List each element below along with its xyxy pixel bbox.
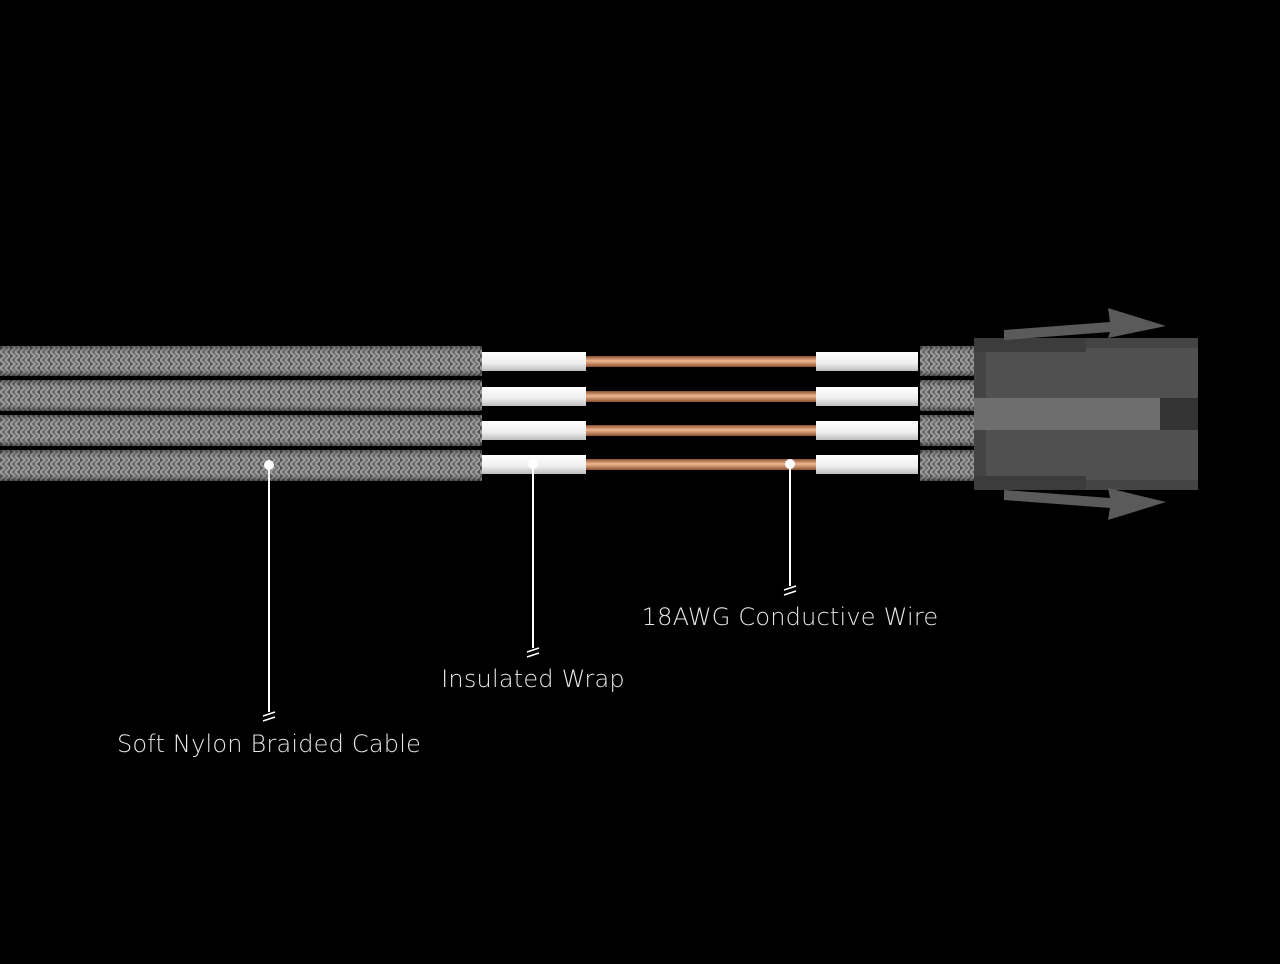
callout-insulated-pointer — [526, 459, 540, 658]
callout-label-conductive-wire: 18AWG Conductive Wire — [641, 603, 939, 631]
callout-braided-pointer — [262, 460, 276, 722]
arrow-right-icon — [1004, 308, 1166, 340]
callout-label-insulated-wrap: Insulated Wrap — [441, 665, 625, 693]
connector-housing — [974, 338, 1198, 490]
callout-conductive-pointer — [783, 459, 797, 596]
braided-cable-stub — [920, 346, 976, 481]
callout-label-braided-cable: Soft Nylon Braided Cable — [116, 730, 422, 758]
braided-cable-bundle — [0, 346, 482, 481]
insulated-wire-segments — [482, 352, 918, 474]
arrow-right-icon — [1004, 488, 1166, 520]
